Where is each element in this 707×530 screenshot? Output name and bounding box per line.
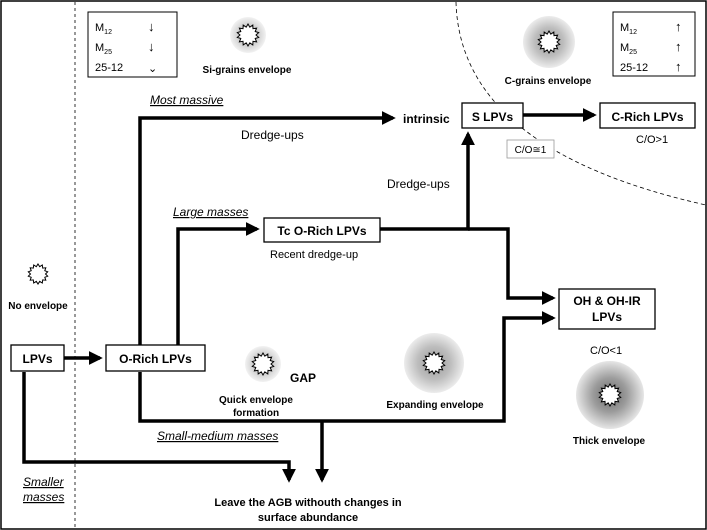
node-oh-ir-label-line1: OH & OH-IR xyxy=(573,294,641,308)
legend-left-row1-label: M12 xyxy=(95,22,112,36)
node-tc-o-rich: Tc O-Rich LPVs xyxy=(263,217,381,243)
legend-right-row2-label: M25 xyxy=(620,42,637,56)
arrow-most-massive xyxy=(138,111,396,345)
leave-agb-label-line1: Leave the AGB withouth changes in xyxy=(214,497,402,509)
node-o-rich: O-Rich LPVs xyxy=(105,344,206,372)
star-icon xyxy=(27,263,49,285)
star-icon-shape xyxy=(251,351,275,377)
legend-left-row2-label: M25 xyxy=(95,42,112,56)
star-icon xyxy=(598,382,622,408)
legend-right-row3-arrow: ↑ xyxy=(675,59,682,74)
star-icon xyxy=(251,351,275,377)
leave-agb-label-line2: surface abundance xyxy=(258,512,358,524)
node-lpvs-label: LPVs xyxy=(22,352,52,366)
path-label-most-massive: Most massive xyxy=(150,93,224,107)
star-icon-shape xyxy=(27,263,49,285)
node-oh-ir-label-line2: LPVs xyxy=(592,310,622,324)
legend-left-row2-arrow: ↓ xyxy=(148,39,155,54)
carbon-region-boundary xyxy=(455,1,707,206)
node-c-rich-label: C-Rich LPVs xyxy=(611,110,683,124)
annotation-co-lt: C/O<1 xyxy=(590,345,622,357)
legend-left: M12 ↓ M25 ↓ 25-12 ⌄ xyxy=(87,11,178,78)
legend-left-row3-arrow: ⌄ xyxy=(148,63,157,75)
annotation-co-gt: C/O>1 xyxy=(636,134,668,146)
star-icon-shape xyxy=(537,29,561,55)
path-label-smaller-line2: masses xyxy=(23,490,64,504)
envelope-label-thick: Thick envelope xyxy=(573,436,646,447)
legend-left-row3-label: 25-12 xyxy=(95,62,123,74)
star-icon-shape xyxy=(236,22,260,48)
annotation-dredge-ups-mid: Dredge-ups xyxy=(387,177,450,191)
legend-right-row1-label: M12 xyxy=(620,22,637,36)
star-icon xyxy=(422,350,446,376)
legend-right: M12 ↑ M25 ↑ 25-12 ↑ xyxy=(612,11,696,77)
arrow-tc-to-oh xyxy=(468,227,556,305)
node-tc-o-rich-label: Tc O-Rich LPVs xyxy=(277,224,366,238)
legend-right-row1-arrow: ↑ xyxy=(675,19,682,34)
envelope-label-quick-line2: formation xyxy=(233,408,279,419)
node-oh-ir: OH & OH-IR LPVs xyxy=(558,288,656,330)
envelope-label-quick-line1: Quick envelope xyxy=(219,395,293,406)
node-s-lpvs: S LPVs xyxy=(461,102,524,129)
node-lpvs: LPVs xyxy=(10,344,65,372)
annotation-intrinsic: intrinsic xyxy=(403,112,450,126)
co-eq-box xyxy=(506,139,555,159)
envelope-label-none: No envelope xyxy=(8,301,68,312)
arrow-smaller-masses xyxy=(22,372,296,483)
legend-right-row2-arrow: ↑ xyxy=(675,39,682,54)
path-label-smaller-line1: Smaller xyxy=(23,475,65,489)
path-label-small-medium: Small-medium masses xyxy=(157,429,278,443)
legend-left-row1-arrow: ↓ xyxy=(148,19,155,34)
annotation-recent-dredge-up: Recent dredge-up xyxy=(270,249,358,261)
envelope-label-si: Si-grains envelope xyxy=(203,65,292,76)
arrow-small-medium xyxy=(138,311,556,423)
envelope-label-expanding: Expanding envelope xyxy=(386,400,484,411)
node-o-rich-label: O-Rich LPVs xyxy=(119,352,192,366)
node-c-rich: C-Rich LPVs xyxy=(599,102,696,129)
annotation-dredge-ups-top: Dredge-ups xyxy=(241,128,304,142)
annotation-gap: GAP xyxy=(290,371,316,385)
star-icon-shape xyxy=(598,382,622,408)
star-icon xyxy=(537,29,561,55)
legend-right-row3-label: 25-12 xyxy=(620,62,648,74)
connectors xyxy=(22,108,597,483)
envelope-label-c: C-grains envelope xyxy=(505,76,592,87)
arrow-large-masses xyxy=(176,222,260,345)
star-icon xyxy=(236,22,260,48)
path-label-large-masses: Large masses xyxy=(173,205,248,219)
annotation-co-eq: C/O≅1 xyxy=(515,145,547,156)
star-icon-shape xyxy=(422,350,446,376)
node-s-lpvs-label: S LPVs xyxy=(472,110,514,124)
